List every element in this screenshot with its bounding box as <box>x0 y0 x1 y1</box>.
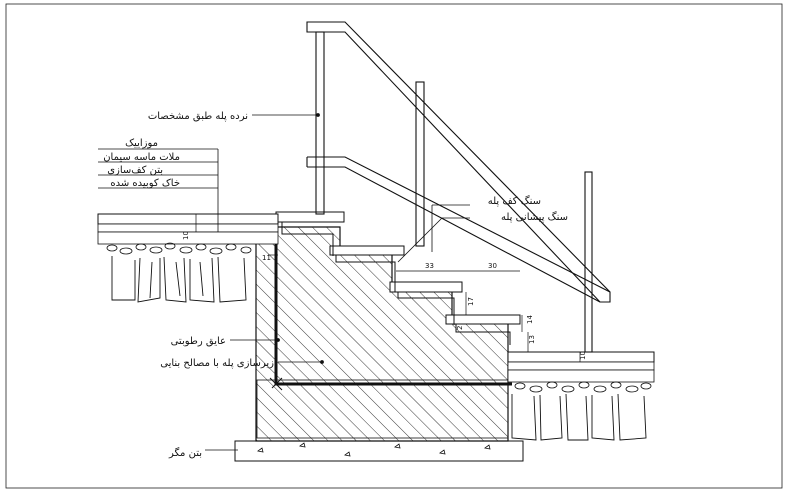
drawing-frame <box>5 3 783 489</box>
label-tread-stone: سنگ کف پله <box>488 195 541 207</box>
dim-right-slab: 10 <box>579 351 587 360</box>
dim-low-step-b: 13 <box>528 335 536 344</box>
dim-riser-small: 14 <box>526 315 534 324</box>
dim-tread-right: 30 <box>488 262 497 270</box>
dim-tread-left: 33 <box>425 262 434 270</box>
stair-railing <box>306 21 611 353</box>
dim-riser-height: 17 <box>467 297 475 306</box>
leader-lines <box>98 113 470 451</box>
label-compacted-soil: خاک کوبیده شده <box>110 178 180 189</box>
label-mortar: ملات ماسه سیمان <box>103 152 180 163</box>
label-floor-concrete: بتن کف‌سازی <box>107 165 163 176</box>
step-finishes <box>275 211 521 345</box>
label-riser-stone: سنگ پیشانی پله <box>501 211 568 223</box>
masonry-substructure <box>255 226 509 442</box>
right-floor-buildup <box>507 351 655 441</box>
label-railing: نرده پله طبق مشخصات <box>148 111 248 122</box>
dimension-lines <box>195 214 581 362</box>
label-lean-concrete: بتن مگر <box>168 447 202 459</box>
waterproof-corner <box>269 377 283 391</box>
lean-concrete-base <box>234 440 524 462</box>
dim-low-step-a: 2 <box>456 326 464 330</box>
dim-left-slab: 10 <box>182 231 190 240</box>
label-waterproofing: عایق رطوبتی <box>171 336 226 347</box>
label-mosaic: موزاییک <box>125 138 158 149</box>
dim-left-step-small: 11 <box>262 254 271 262</box>
left-floor-buildup <box>97 213 279 303</box>
label-substructure: زیرسازی پله با مصالح بنایی <box>160 358 274 369</box>
